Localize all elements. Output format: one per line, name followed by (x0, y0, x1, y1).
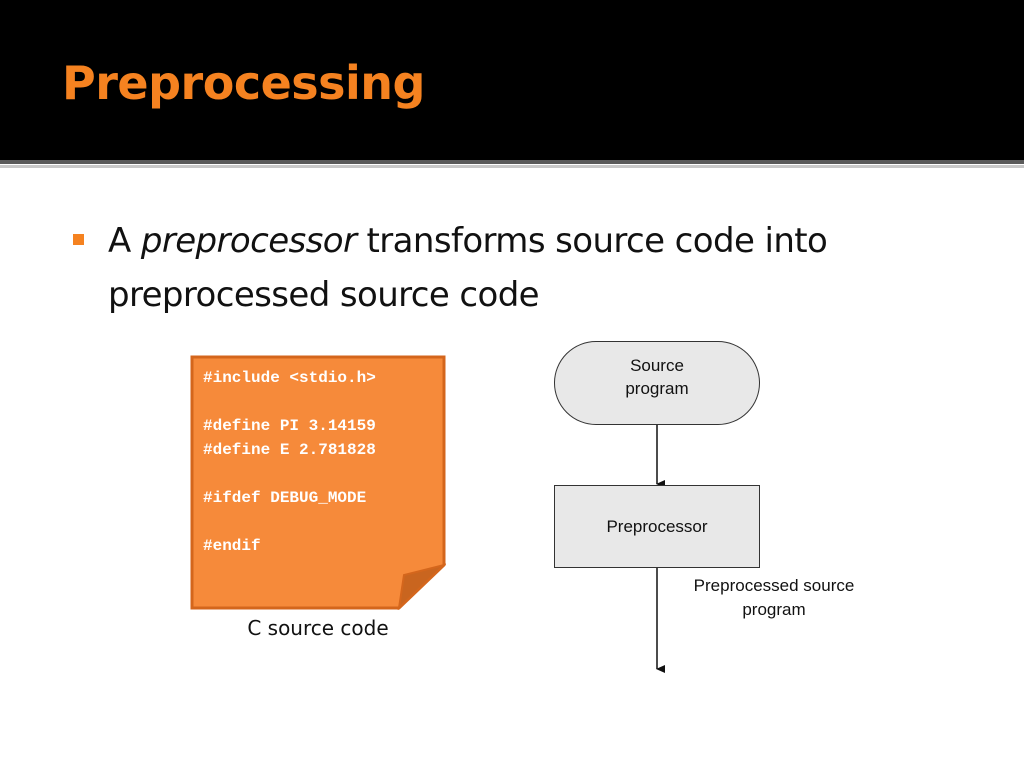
code-caption: C source code (247, 616, 389, 640)
preprocessor-node: Preprocessor (554, 485, 760, 568)
code-line: #include <stdio.h> (203, 369, 376, 387)
source-program-node: Source program (554, 341, 760, 425)
code-line: #ifdef DEBUG_MODE (203, 489, 367, 507)
bullet-suffix: transforms source code into preprocessed… (108, 221, 828, 315)
code-line: #define PI 3.14159 (203, 417, 376, 435)
title-bar (0, 0, 1024, 160)
title-divider-light (0, 165, 1024, 168)
source-program-label: Source program (625, 356, 689, 398)
bullet-emphasis: preprocessor (140, 221, 357, 261)
preprocessor-label: Preprocessor (606, 516, 708, 536)
title-divider (0, 160, 1024, 164)
note-shape (190, 355, 446, 610)
bullet-square-icon (73, 234, 84, 245)
code-line: #define E 2.781828 (203, 441, 376, 459)
code-line: #endif (203, 537, 261, 555)
preprocessed-output-label: Preprocessed source program (693, 576, 855, 619)
code-note (190, 355, 446, 610)
bullet-text: A preprocessor transforms source code in… (108, 214, 908, 322)
code-block: #include <stdio.h> #define PI 3.14159 #def… (203, 366, 433, 558)
slide-title: Preprocessing (62, 56, 425, 110)
bullet-prefix: A (108, 221, 141, 261)
